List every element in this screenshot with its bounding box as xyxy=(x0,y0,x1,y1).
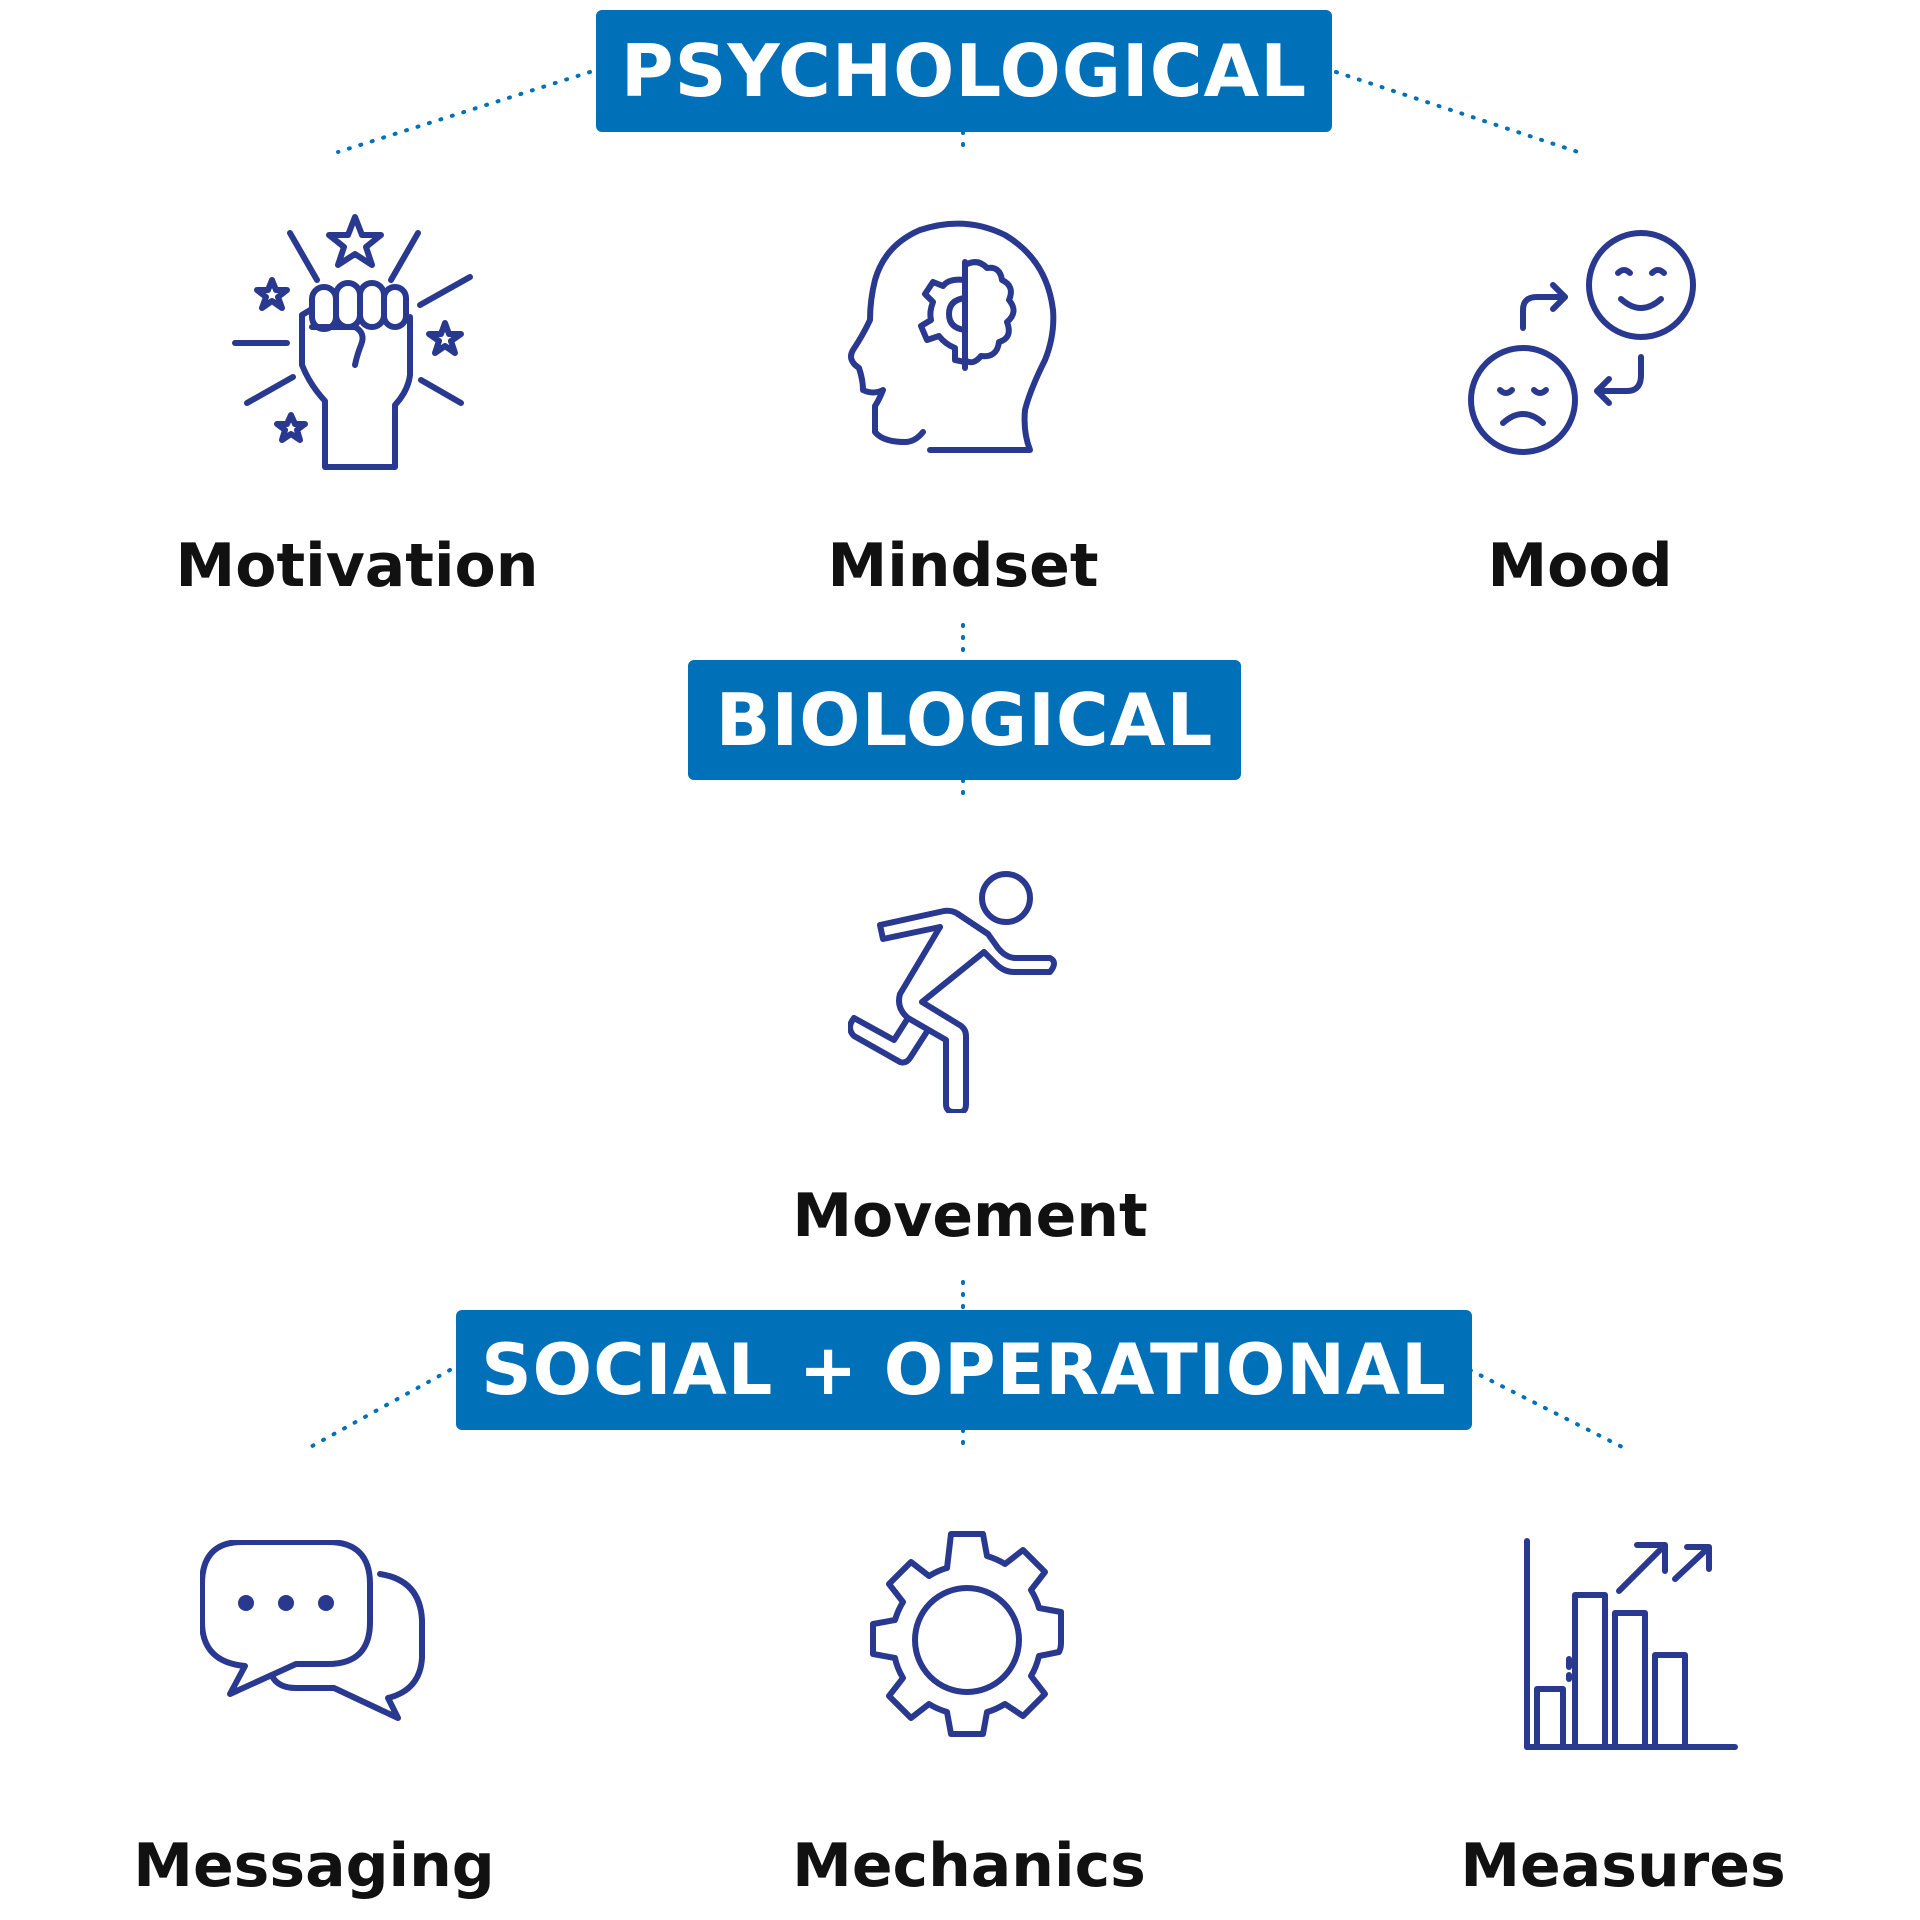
movement-label: Movement xyxy=(792,1181,1148,1251)
mood-label: Mood xyxy=(1487,531,1673,601)
head-brain-gear-icon xyxy=(845,220,1070,460)
running-person-icon xyxy=(848,868,1068,1113)
gear-icon xyxy=(855,1528,1080,1753)
mechanics-label: Mechanics xyxy=(792,1831,1146,1901)
measures-label: Measures xyxy=(1460,1831,1786,1901)
motivation-label: Motivation xyxy=(175,531,539,601)
chat-bubbles-icon xyxy=(200,1540,435,1755)
raised-fist-icon xyxy=(225,205,475,475)
mindset-label: Mindset xyxy=(827,531,1099,601)
psychological-header: PSYCHOLOGICAL xyxy=(596,10,1332,132)
social-operational-header: SOCIAL + OPERATIONAL xyxy=(456,1310,1472,1430)
messaging-label: Messaging xyxy=(133,1831,495,1901)
mood-change-icon xyxy=(1463,225,1713,465)
growth-chart-icon xyxy=(1515,1535,1740,1760)
biological-header: BIOLOGICAL xyxy=(688,660,1241,780)
